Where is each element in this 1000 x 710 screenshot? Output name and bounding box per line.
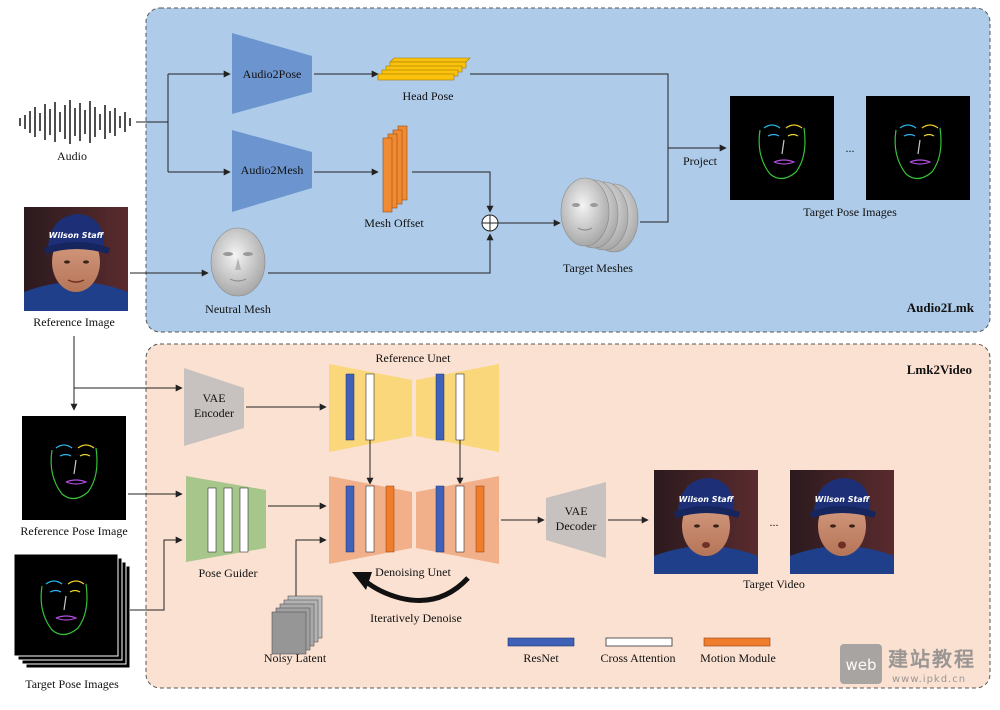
reference-pose-image: [22, 416, 126, 520]
reference-image-label: Reference Image: [33, 315, 115, 329]
head-pose-stack: [377, 57, 471, 81]
audio-label: Audio: [57, 149, 87, 163]
audio2mesh-block: [232, 130, 312, 212]
project-label: Project: [683, 154, 718, 168]
svg-text:Wilson Staff: Wilson Staff: [815, 495, 871, 504]
legend-label-resnet: ResNet: [523, 651, 559, 665]
vae-decoder-line2: Decoder: [556, 519, 597, 533]
audio2pose-label: Audio2Pose: [243, 67, 302, 81]
watermark: web 建站教程 www.ipkd.cn: [840, 644, 976, 685]
denoising-unet-block: [329, 476, 499, 564]
bottom-ellipsis: ...: [770, 515, 779, 529]
iteratively-denoise-label: Iteratively Denoise: [370, 611, 462, 625]
audio-waveform-icon: [19, 100, 131, 144]
target-pose-images-bottom-label: Target Pose Images: [25, 677, 119, 691]
denoising-unet-label: Denoising Unet: [375, 565, 451, 579]
svg-text:Wilson Staff: Wilson Staff: [49, 231, 105, 240]
legend-label-motion-module: Motion Module: [700, 651, 776, 665]
legend-swatch-cross-attention: [605, 637, 673, 647]
top-ellipsis: ...: [846, 141, 855, 155]
target-pose-images-stack: [13, 553, 131, 669]
target-video-frame-1: Wilson Staff: [654, 470, 758, 574]
legend-label-cross-attention: Cross Attention: [600, 651, 675, 665]
add-operator-icon: [481, 214, 499, 232]
noisy-latent-icon: [271, 595, 323, 655]
vae-encoder-line2: Encoder: [194, 406, 234, 420]
target-pose-image-n: [866, 96, 970, 200]
watermark-badge: [840, 644, 882, 684]
pose-guider-block: [186, 476, 266, 562]
lmk2video-title: Lmk2Video: [907, 362, 972, 377]
iterative-denoise-arrow-icon: [362, 576, 470, 603]
audio2lmk-panel: [145, 7, 991, 333]
target-video-label: Target Video: [743, 577, 805, 591]
target-pose-image-1: [730, 96, 834, 200]
target-meshes-icon: [560, 177, 639, 253]
legend-swatch-resnet: [507, 637, 575, 647]
noisy-latent-label: Noisy Latent: [264, 651, 327, 665]
watermark-badge-text: web: [845, 656, 876, 674]
target-meshes-label: Target Meshes: [563, 261, 633, 275]
vae-encoder-line1: VAE: [202, 391, 225, 405]
legend: ResNet Cross Attention Motion Module: [507, 637, 776, 665]
neutral-mesh-icon: [210, 227, 266, 297]
reference-pose-image-label: Reference Pose Image: [20, 524, 127, 538]
vae-decoder-block: [546, 482, 606, 558]
watermark-url: www.ipkd.cn: [892, 674, 966, 685]
target-video-frame-n: Wilson Staff: [790, 470, 894, 574]
mesh-offset-label: Mesh Offset: [364, 216, 424, 230]
reference-image: Wilson Staff: [24, 207, 128, 311]
neutral-mesh-label: Neutral Mesh: [205, 302, 271, 316]
svg-text:Wilson Staff: Wilson Staff: [679, 495, 735, 504]
audio2pose-block: [232, 33, 312, 114]
watermark-chinese: 建站教程: [888, 647, 976, 671]
vae-encoder-block: [184, 368, 244, 446]
pose-guider-label: Pose Guider: [199, 566, 258, 580]
mesh-offset-stack: [382, 125, 408, 213]
audio2lmk-title: Audio2Lmk: [907, 300, 975, 315]
reference-unet-block: [329, 364, 499, 452]
head-pose-label: Head Pose: [403, 89, 454, 103]
legend-swatch-motion-module: [703, 637, 771, 647]
audio2mesh-label: Audio2Mesh: [241, 163, 304, 177]
target-pose-images-top-label: Target Pose Images: [803, 205, 897, 219]
reference-unet-label: Reference Unet: [376, 351, 452, 365]
vae-decoder-line1: VAE: [564, 504, 587, 518]
